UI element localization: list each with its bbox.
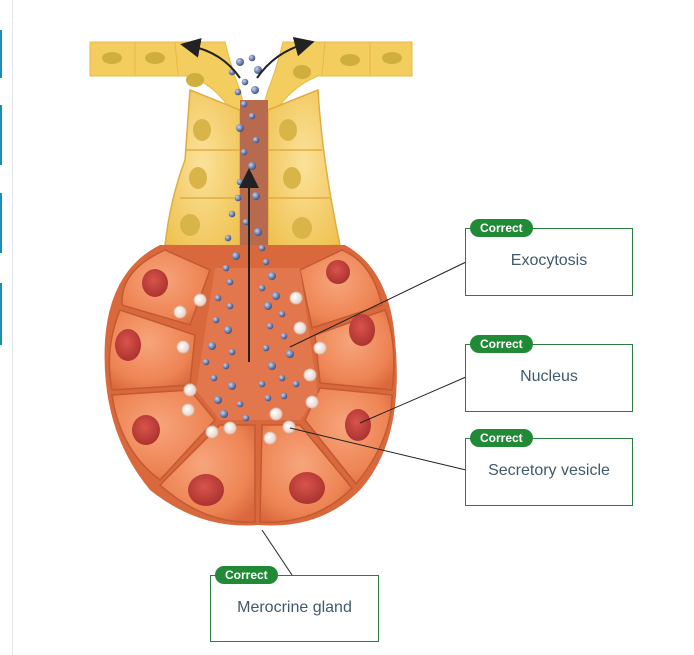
granule: [280, 332, 288, 340]
granule: [262, 344, 270, 352]
granule: [278, 374, 286, 382]
label-box-merocrine-gland[interactable]: Correct Merocrine gland: [210, 566, 379, 642]
granule: [234, 88, 242, 96]
granule: [214, 294, 222, 302]
granule: [242, 218, 250, 226]
label-box-exocytosis[interactable]: Correct Exocytosis: [465, 219, 633, 296]
exit-arrow-left-icon: [180, 38, 241, 79]
granule: [210, 374, 218, 382]
granule: [224, 326, 232, 334]
granule: [268, 362, 276, 370]
granule: [264, 394, 272, 402]
granule: [202, 358, 210, 366]
granule: [280, 392, 288, 400]
granule: [241, 78, 249, 86]
granule: [248, 162, 256, 170]
correct-badge: Correct: [215, 566, 278, 584]
secretory-vesicles: [173, 291, 327, 445]
leader-line-nucleus: [359, 376, 467, 424]
granule: [252, 192, 260, 200]
granule: [252, 136, 260, 144]
granule: [251, 86, 259, 94]
label-text: Secretory vesicle: [488, 462, 610, 479]
granule: [258, 284, 266, 292]
granule: [228, 382, 236, 390]
secretory-granules: [202, 54, 300, 422]
correct-badge: Correct: [470, 429, 533, 447]
granule: [232, 252, 240, 260]
exit-arrow-right-icon: [256, 36, 315, 79]
granule: [240, 100, 248, 108]
granule: [236, 124, 244, 132]
surface-epithelium: [89, 41, 413, 119]
granule: [272, 292, 280, 300]
label-text: Merocrine gland: [237, 599, 352, 616]
correct-badge: Correct: [470, 219, 533, 237]
granule: [236, 178, 244, 186]
granule: [234, 194, 242, 202]
rail-tab-3[interactable]: [0, 193, 2, 253]
rail-divider: [12, 0, 13, 655]
rail-tab-4[interactable]: [0, 283, 2, 345]
granule: [220, 410, 228, 418]
granule: [226, 302, 234, 310]
granule: [254, 66, 262, 74]
correct-badge: Correct: [470, 335, 533, 353]
leader-line-exocytosis: [289, 261, 467, 348]
granule: [268, 272, 276, 280]
granule: [262, 258, 270, 266]
left-rail: [0, 0, 14, 655]
granule: [212, 316, 220, 324]
rail-tab-2[interactable]: [0, 105, 2, 165]
granule: [240, 148, 248, 156]
granule: [258, 244, 266, 252]
secretory-unit: [104, 245, 397, 526]
granule: [242, 414, 250, 422]
granule: [222, 362, 230, 370]
granule: [258, 380, 266, 388]
granule: [264, 302, 272, 310]
leader-line-merocrine-gland: [261, 529, 295, 579]
granule: [208, 342, 216, 350]
granule: [224, 234, 232, 242]
granule: [292, 380, 300, 388]
granule: [266, 322, 274, 330]
granule: [214, 396, 222, 404]
label-text: Nucleus: [520, 368, 578, 385]
label-text: Exocytosis: [510, 252, 588, 269]
label-box-secretory-vesicle[interactable]: Correct Secretory vesicle: [465, 429, 633, 506]
granule: [228, 348, 236, 356]
granule: [236, 58, 244, 66]
granule: [248, 54, 256, 62]
granule: [226, 278, 234, 286]
granule: [228, 210, 236, 218]
label-box-nucleus[interactable]: Correct Nucleus: [465, 335, 633, 412]
granule: [236, 400, 244, 408]
rail-tab-1[interactable]: [0, 30, 2, 78]
granule: [248, 112, 256, 120]
granule: [286, 350, 294, 358]
granule: [222, 264, 230, 272]
granule: [278, 310, 286, 318]
leader-line-secretory-vesicle: [289, 427, 467, 471]
granule: [254, 228, 262, 236]
